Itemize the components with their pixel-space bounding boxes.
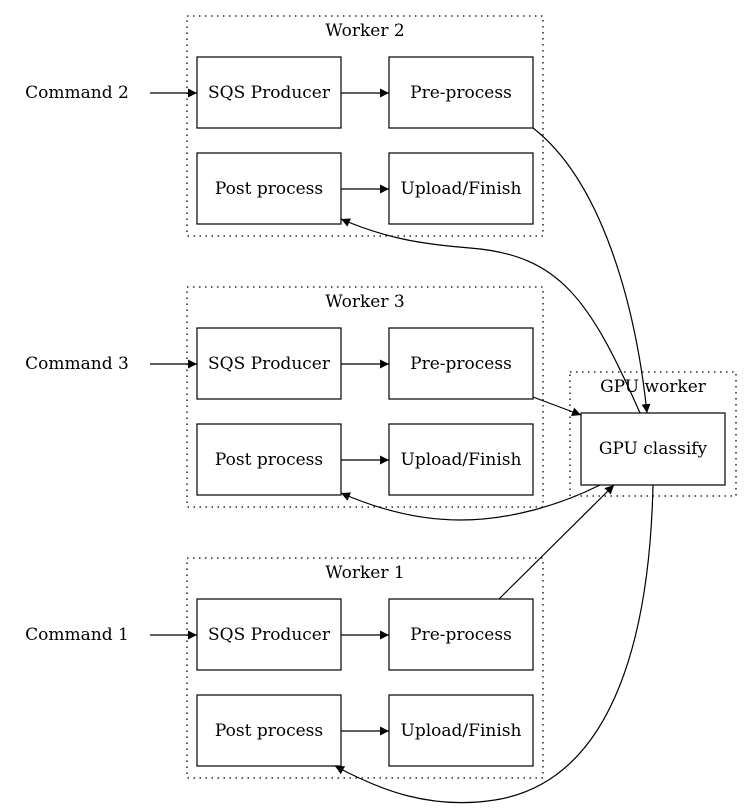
command-2-label: Command 2 bbox=[25, 83, 129, 103]
worker-2-sqs-producer-label: SQS Producer bbox=[208, 83, 331, 103]
cluster-worker-3: Worker 3 bbox=[186, 286, 544, 508]
worker-1-pre-process-node: Pre-process bbox=[388, 598, 534, 671]
command-3-label: Command 3 bbox=[25, 354, 129, 374]
edge-worker-2-pre-process-to-gpu bbox=[532, 127, 651, 414]
command-1-label: Command 1 bbox=[25, 625, 129, 645]
gpu-classify-label: GPU classify bbox=[599, 439, 708, 459]
worker-2-sqs-producer-node: SQS Producer bbox=[196, 56, 342, 129]
worker-1-upload-finish-node: Upload/Finish bbox=[388, 694, 534, 767]
gpu-classify-node: GPU classify bbox=[580, 412, 726, 486]
cluster-worker-2-label: Worker 2 bbox=[325, 21, 404, 41]
worker-1-post-process-label: Post process bbox=[215, 721, 323, 741]
cluster-worker-1: Worker 1 bbox=[186, 557, 544, 779]
cluster-worker-2: Worker 2 bbox=[186, 15, 544, 237]
worker-1-sqs-producer-label: SQS Producer bbox=[208, 625, 331, 645]
edge-gpu-to-worker-2-post-process bbox=[340, 218, 641, 414]
cluster-gpu-worker-label: GPU worker bbox=[600, 377, 707, 397]
worker-2-pre-process-label: Pre-process bbox=[410, 83, 512, 103]
cluster-worker-3-label: Worker 3 bbox=[325, 292, 404, 312]
worker-1-upload-finish-label: Upload/Finish bbox=[401, 721, 522, 741]
worker-3-post-process-label: Post process bbox=[215, 450, 323, 470]
worker-2-post-process-label: Post process bbox=[215, 179, 323, 199]
edge-worker-3-pre-process-to-gpu bbox=[532, 396, 582, 417]
worker-3-post-process-node: Post process bbox=[196, 423, 342, 496]
edge-gpu-to-worker-3-post-process bbox=[340, 484, 601, 521]
cluster-worker-1-label: Worker 1 bbox=[325, 563, 404, 583]
worker-3-pre-process-node: Pre-process bbox=[388, 327, 534, 400]
worker-2-pre-process-node: Pre-process bbox=[388, 56, 534, 129]
edge-gpu-to-worker-1-post-process bbox=[334, 484, 654, 804]
worker-3-sqs-producer-node: SQS Producer bbox=[196, 327, 342, 400]
worker-3-upload-finish-label: Upload/Finish bbox=[401, 450, 522, 470]
edge-worker-1-pre-process-to-gpu bbox=[498, 484, 615, 600]
worker-1-sqs-producer-node: SQS Producer bbox=[196, 598, 342, 671]
worker-2-upload-finish-node: Upload/Finish bbox=[388, 152, 534, 225]
worker-3-sqs-producer-label: SQS Producer bbox=[208, 354, 331, 374]
worker-3-upload-finish-node: Upload/Finish bbox=[388, 423, 534, 496]
worker-3-pre-process-label: Pre-process bbox=[410, 354, 512, 374]
worker-1-post-process-node: Post process bbox=[196, 694, 342, 767]
worker-1-pre-process-label: Pre-process bbox=[410, 625, 512, 645]
worker-2-upload-finish-label: Upload/Finish bbox=[401, 179, 522, 199]
worker-2-post-process-node: Post process bbox=[196, 152, 342, 225]
